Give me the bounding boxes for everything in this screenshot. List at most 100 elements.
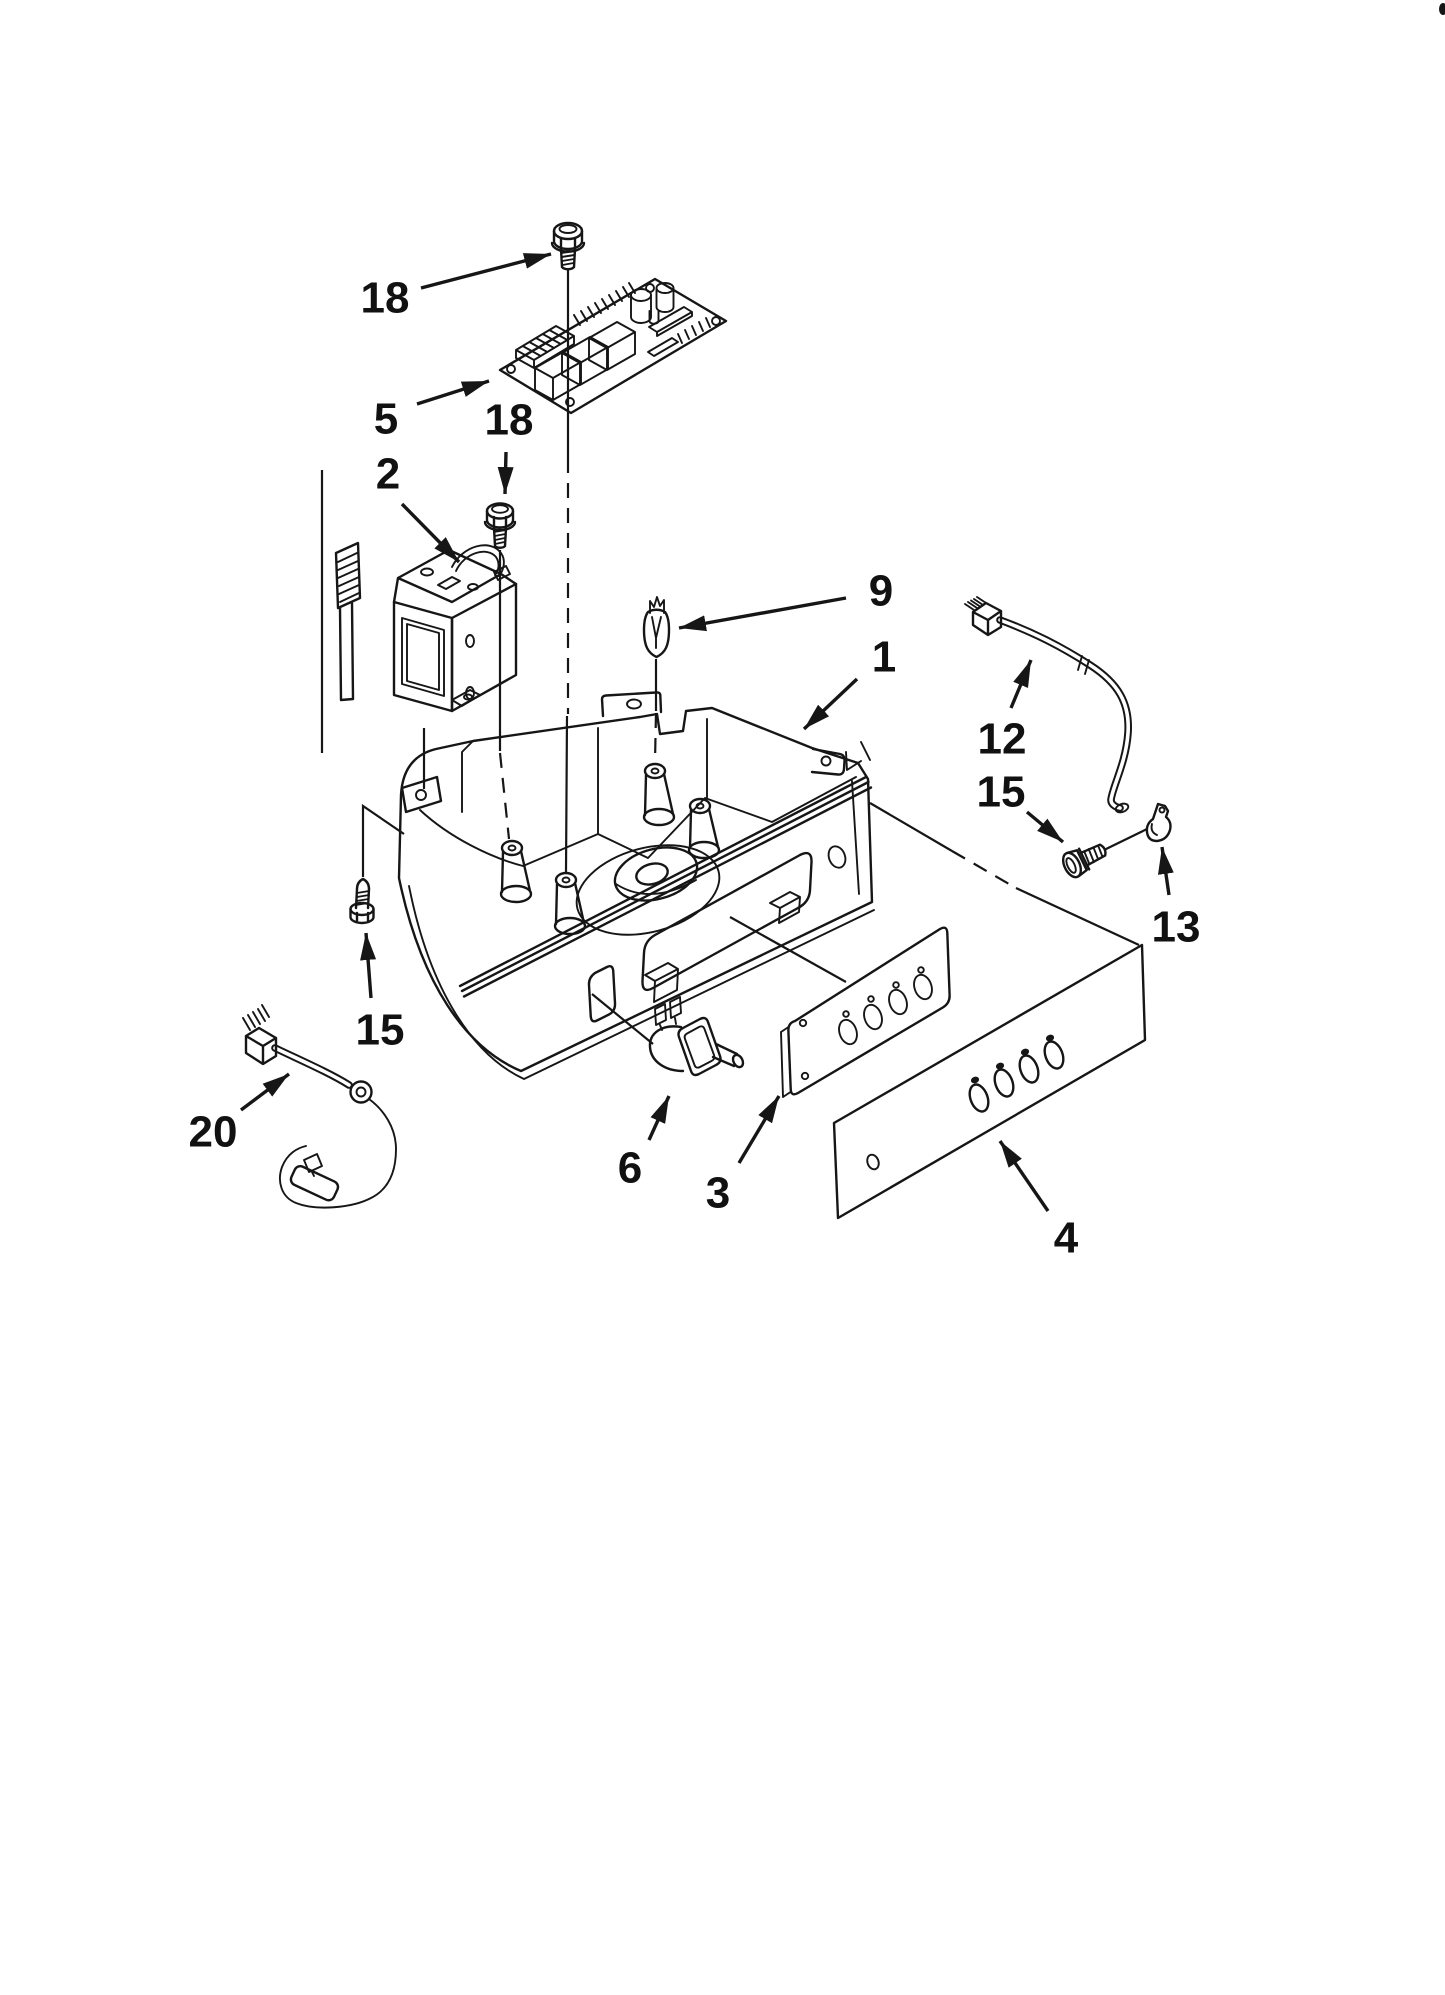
callout-arrow — [1157, 846, 1174, 896]
screw-slot — [491, 504, 509, 514]
board-pin-row-top — [573, 282, 636, 326]
callout-arrow — [678, 596, 847, 632]
part-screw-left — [349, 877, 375, 925]
part-screw-lower — [483, 502, 517, 549]
end-panel-hole — [866, 1153, 880, 1171]
pan-tab-bump-left — [644, 962, 679, 1003]
callout-screw-lower: 18 — [485, 396, 533, 495]
callout-bulb: 9 — [678, 567, 893, 632]
callout-arrow — [998, 1140, 1050, 1212]
callout-number: 4 — [1054, 1214, 1079, 1263]
callout-number: 3 — [706, 1169, 730, 1218]
sensor-grommet-inner — [355, 1086, 367, 1098]
board-corner-holes — [506, 283, 721, 407]
leader-pan-to-membrane — [729, 916, 847, 983]
transformer-top-hole-1 — [420, 567, 434, 577]
callout-membrane-panel: 3 — [706, 1095, 781, 1218]
clip-body — [1145, 802, 1172, 843]
transformer-foot-hole — [463, 693, 473, 701]
assembly-axis-lines — [320, 269, 1148, 1045]
pan-left-tab — [400, 775, 443, 814]
callout-number: 18 — [361, 274, 410, 323]
boss-top — [643, 762, 667, 780]
led-dot — [995, 1062, 1005, 1070]
pan-wall-base — [419, 776, 857, 867]
transformer-flange-hatch — [337, 552, 360, 603]
scan-speck — [1439, 3, 1445, 15]
callout-screw-left: 15 — [356, 932, 404, 1055]
end-panel-led-dots — [970, 1034, 1055, 1084]
screw-head-sides — [349, 907, 375, 925]
boss-sides — [643, 772, 675, 817]
switch-plunger-tip — [731, 1053, 745, 1069]
boss-sides — [500, 849, 532, 894]
callout-transformer: 2 — [376, 450, 461, 564]
pan-right-step — [845, 741, 871, 771]
switch-barrel — [648, 1025, 685, 1073]
callout-switch: 6 — [618, 1095, 671, 1193]
callout-number: 6 — [618, 1144, 642, 1193]
boss-top — [500, 839, 524, 857]
part-screw-right — [1061, 843, 1107, 879]
sensor-tab — [303, 1153, 323, 1177]
pan-recess-outer — [575, 844, 721, 936]
pan-right-cap-edge — [851, 780, 860, 895]
callout-number: 9 — [869, 567, 893, 616]
transformer-wire-terminal — [493, 565, 511, 581]
leader-cutout-to-switch — [591, 993, 654, 1045]
boss-sides — [554, 881, 586, 926]
sensor-connector — [244, 1026, 278, 1066]
board-capacitor-2 — [655, 287, 675, 313]
callout-clip: 13 — [1152, 846, 1200, 952]
screw-shank — [559, 247, 577, 271]
part-bulb — [642, 596, 671, 659]
pan-bottom-inner-edge — [408, 885, 875, 1080]
end-panel-button-2 — [993, 1068, 1015, 1098]
screw-head-sides — [483, 509, 517, 532]
sensor-wire-inner — [273, 1046, 351, 1087]
align-line-panel-dashed — [951, 850, 1017, 889]
sensor-thin-wire — [279, 1098, 397, 1209]
pan-long-cutout — [641, 851, 813, 992]
part-control-board — [498, 277, 728, 415]
membrane-button-1 — [838, 1018, 858, 1046]
clip-hole — [1158, 806, 1166, 814]
part-clip — [1145, 802, 1172, 843]
boss-base — [499, 884, 533, 904]
callout-number: 20 — [189, 1108, 238, 1157]
boss-top — [688, 797, 712, 815]
clip-inner-curve — [1150, 823, 1158, 836]
end-panel-button-3 — [1018, 1054, 1040, 1084]
membrane-side-edge — [780, 1026, 792, 1098]
pan-center-bracket — [600, 691, 663, 718]
transformer-top-hole-2 — [467, 583, 479, 591]
boss-sides — [688, 807, 720, 850]
callout-wire-harness: 12 — [978, 659, 1033, 764]
harness-wire-end — [1114, 802, 1130, 814]
pan-recess-hub-base — [615, 879, 697, 895]
board-small-chip — [647, 337, 679, 357]
axis-screw-lower-dashed — [498, 752, 511, 840]
membrane-button-2 — [863, 1003, 883, 1031]
boss-top — [554, 871, 578, 889]
pan-boss-front — [553, 871, 587, 936]
callout-number: 5 — [374, 395, 398, 444]
leader-screw-left — [361, 803, 405, 877]
callout-screw-right: 15 — [977, 768, 1065, 844]
transformer-body-right — [450, 582, 518, 713]
screw-slot — [558, 224, 578, 234]
callout-arrow — [647, 1095, 671, 1141]
pan-boss-right — [687, 797, 721, 860]
end-panel-outline — [832, 943, 1147, 1220]
pan-left-tab-hole — [415, 789, 427, 801]
membrane-led-dots — [842, 966, 925, 1018]
callout-arrow — [420, 252, 552, 290]
callout-arrow — [239, 1072, 291, 1112]
pan-recess-hub — [613, 846, 699, 902]
membrane-hole-bottom — [800, 1071, 810, 1081]
switch-flange-inner — [683, 1025, 716, 1069]
pan-tab-bump-right — [769, 891, 801, 924]
callout-number: 12 — [978, 715, 1027, 764]
axis-screw-top-solid — [564, 269, 570, 873]
